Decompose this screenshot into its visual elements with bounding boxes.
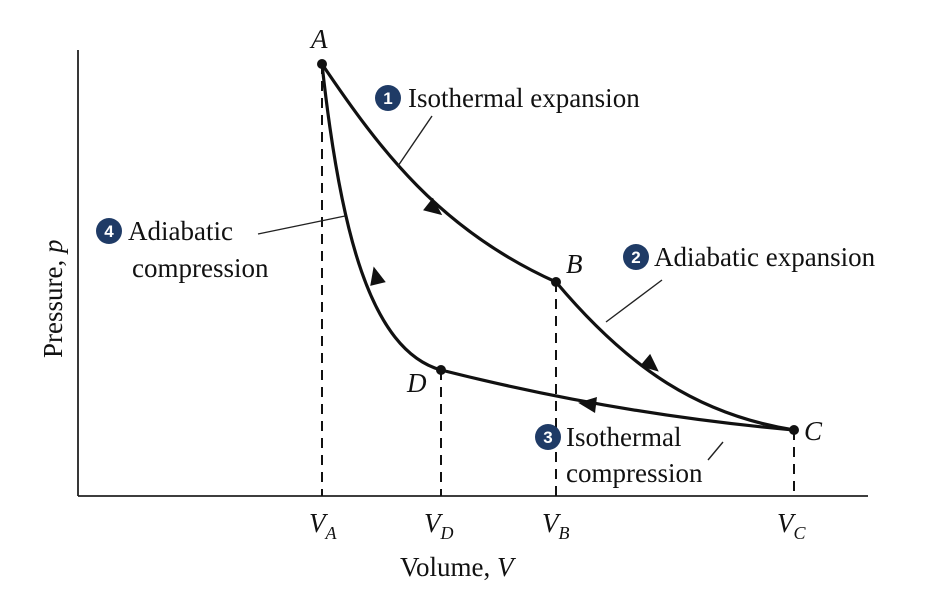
point-b <box>551 277 561 287</box>
arrow-ab <box>423 197 443 216</box>
annotation-isothermal-compression: 3 Isothermal compression <box>535 422 724 488</box>
point-d <box>436 365 446 375</box>
x-axis-label: Volume, V <box>400 552 517 582</box>
annotation-isothermal-expansion: 1 Isothermal expansion <box>375 83 640 167</box>
adiabatic-compression-curve <box>320 62 443 372</box>
tick-vb: VB <box>542 508 570 543</box>
label-a: A <box>309 24 328 54</box>
annotation-adiabatic-expansion: 2 Adiabatic expansion <box>605 242 876 323</box>
step-badge-3 <box>535 424 561 450</box>
step-badge-2 <box>623 244 649 270</box>
leader-2 <box>605 279 663 323</box>
isothermal-compression-curve <box>439 368 796 432</box>
adiabatic-expansion-curve <box>554 280 796 432</box>
arrow-da <box>370 266 386 286</box>
step-badge-3-number: 3 <box>543 428 552 447</box>
step-badge-4-number: 4 <box>104 222 114 241</box>
adiabatic-compression-label-line1: Adiabatic <box>128 216 233 246</box>
tick-vd: VD <box>424 508 454 543</box>
label-c: C <box>804 416 823 446</box>
adiabatic-compression-label-line2: compression <box>132 253 269 283</box>
arrow-bc <box>639 353 659 372</box>
isothermal-compression-label-line1: Isothermal <box>566 422 681 452</box>
step-badge-1-number: 1 <box>383 89 392 108</box>
point-c <box>789 425 799 435</box>
leader-1 <box>397 115 433 167</box>
arrow-cd <box>578 397 597 413</box>
step-badge-2-number: 2 <box>631 248 640 267</box>
adiabatic-expansion-label: Adiabatic expansion <box>654 242 876 272</box>
isothermal-expansion-label: Isothermal expansion <box>408 83 640 113</box>
isothermal-expansion-curve <box>320 62 558 284</box>
label-d: D <box>406 368 427 398</box>
point-a <box>317 59 327 69</box>
y-axis-label: Pressure, p <box>38 240 68 358</box>
step-badge-4 <box>96 218 122 244</box>
isothermal-compression-label-line2: compression <box>566 458 703 488</box>
tick-vc: VC <box>777 508 807 543</box>
annotation-adiabatic-compression: 4 Adiabatic compression <box>96 215 346 283</box>
leader-3 <box>707 441 724 461</box>
label-b: B <box>566 249 583 279</box>
tick-va: VA <box>309 508 338 543</box>
step-badge-1 <box>375 85 401 111</box>
leader-4 <box>257 215 346 235</box>
